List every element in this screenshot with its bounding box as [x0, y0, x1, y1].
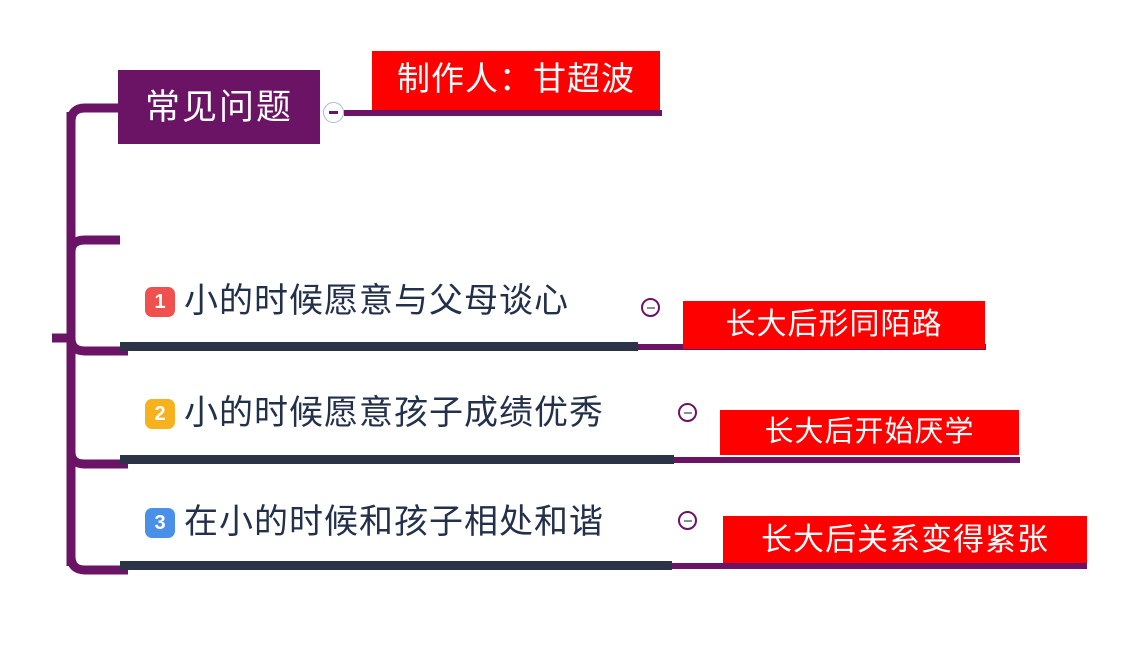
root-node-label: 常见问题: [144, 87, 293, 127]
credit-callout-label: 制作人：甘超波: [397, 62, 635, 98]
branch-3-callout[interactable]: 长大后关系变得紧张: [723, 516, 1087, 563]
minus-glyph: [683, 519, 692, 522]
credit-callout[interactable]: 制作人：甘超波: [372, 51, 660, 110]
branch-2-number-badge: 2: [145, 399, 175, 429]
branch-3-underline: [120, 561, 672, 570]
root-node[interactable]: 常见问题: [118, 70, 320, 144]
branch-1-number-badge: 1: [145, 287, 175, 317]
branch-2-callout-label: 长大后开始厌学: [764, 416, 975, 448]
branch-2-collapse-toggle-icon[interactable]: [678, 403, 697, 422]
minus-glyph: [329, 111, 338, 114]
branch-1-callout[interactable]: 长大后形同陌路: [683, 301, 985, 349]
branch-1-collapse-toggle-icon[interactable]: [641, 298, 660, 317]
branch-2-callout[interactable]: 长大后开始厌学: [720, 410, 1019, 455]
minus-glyph: [683, 411, 692, 414]
branch-1-label: 小的时候愿意与父母谈心: [184, 283, 569, 320]
branch-3-collapse-toggle-icon[interactable]: [678, 511, 697, 530]
branch-row-3[interactable]: 3 在小的时候和孩子相处和谐: [145, 506, 604, 540]
branch-2-underline: [120, 455, 674, 464]
branch-2-label: 小的时候愿意孩子成绩优秀: [184, 395, 604, 432]
branch-1-callout-label: 长大后形同陌路: [725, 308, 943, 341]
credit-connector-line: [344, 110, 662, 116]
minus-glyph: [646, 306, 655, 309]
branch-3-label: 在小的时候和孩子相处和谐: [184, 504, 604, 541]
root-collapse-toggle-icon[interactable]: [323, 102, 344, 123]
branch-row-2[interactable]: 2 小的时候愿意孩子成绩优秀: [145, 397, 604, 431]
branch-1-underline: [120, 342, 638, 351]
branch-row-1[interactable]: 1 小的时候愿意与父母谈心: [145, 285, 569, 319]
branch-3-number-badge: 3: [145, 508, 175, 538]
branch-3-callout-label: 长大后关系变得紧张: [761, 522, 1049, 557]
